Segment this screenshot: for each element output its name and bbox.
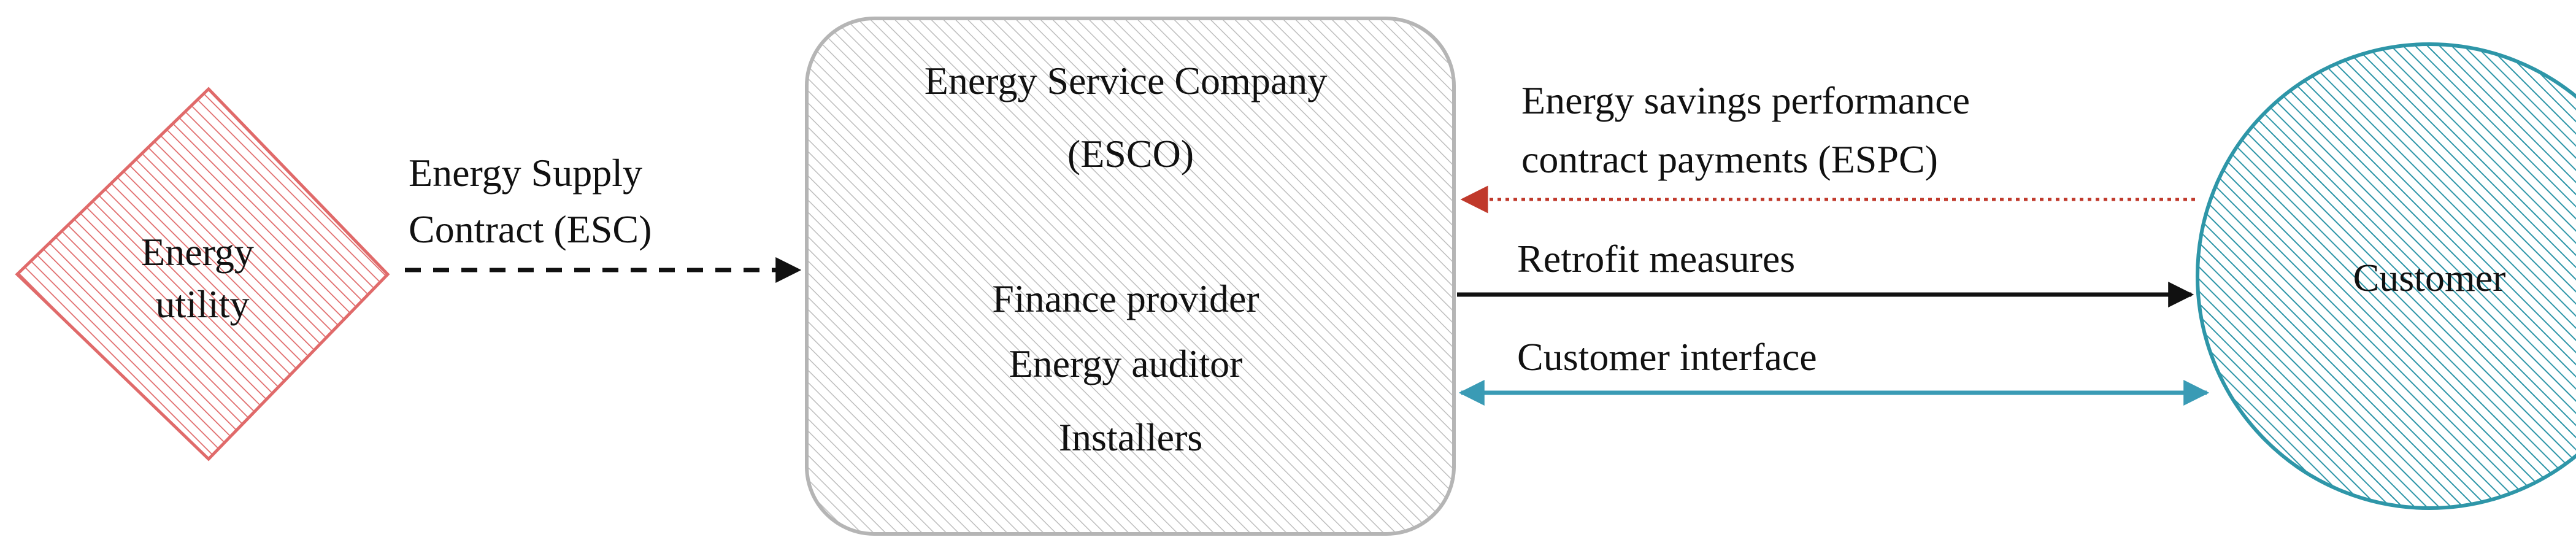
energy-utility-label-line-1: Energy	[141, 230, 254, 274]
espc-edge: Energy savings performance contract paym…	[1460, 79, 2195, 214]
customer-interface-edge: Customer interface	[1458, 335, 2210, 406]
esco-box	[805, 17, 1456, 536]
esco-role-energy-auditor: Energy auditor	[1009, 342, 1243, 385]
esc-label: Energy Supply Contract (ESC)	[409, 151, 652, 251]
customer-node: Customer	[2196, 42, 2576, 510]
customer-circle	[2196, 42, 2576, 510]
esc-label-line-1: Energy Supply	[409, 151, 642, 195]
esco-role-installers: Installers	[1059, 415, 1203, 459]
esco-title-line-1: Energy Service Company	[925, 59, 1327, 102]
energy-utility-diamond	[15, 87, 390, 461]
esc-edge: Energy Supply Contract (ESC)	[405, 151, 802, 283]
espc-label: Energy savings performance contract paym…	[1521, 79, 1980, 181]
esco-roles: Finance provider Energy auditor Installe…	[992, 277, 1269, 459]
esco-title: Energy Service Company (ESCO)	[925, 59, 1337, 176]
esco-title-line-2: (ESCO)	[1067, 132, 1194, 176]
retrofit-label: Retrofit measures	[1517, 237, 1795, 280]
customer-interface-label: Customer interface	[1517, 335, 1817, 379]
esc-label-line-2: Contract (ESC)	[409, 207, 652, 251]
espc-label-line-2: contract payments (ESPC)	[1521, 137, 1938, 181]
esco-node: Energy Service Company (ESCO) Finance pr…	[805, 17, 1456, 536]
energy-utility-node: Energy utility	[15, 87, 390, 461]
energy-utility-label-line-2: utility	[156, 282, 250, 326]
retrofit-edge: Retrofit measures	[1457, 237, 2194, 307]
espc-label-line-1: Energy savings performance	[1521, 79, 1970, 122]
energy-utility-label: Energy utility	[141, 230, 264, 326]
esco-role-finance-provider: Finance provider	[992, 277, 1259, 320]
customer-label: Customer	[2353, 256, 2506, 299]
